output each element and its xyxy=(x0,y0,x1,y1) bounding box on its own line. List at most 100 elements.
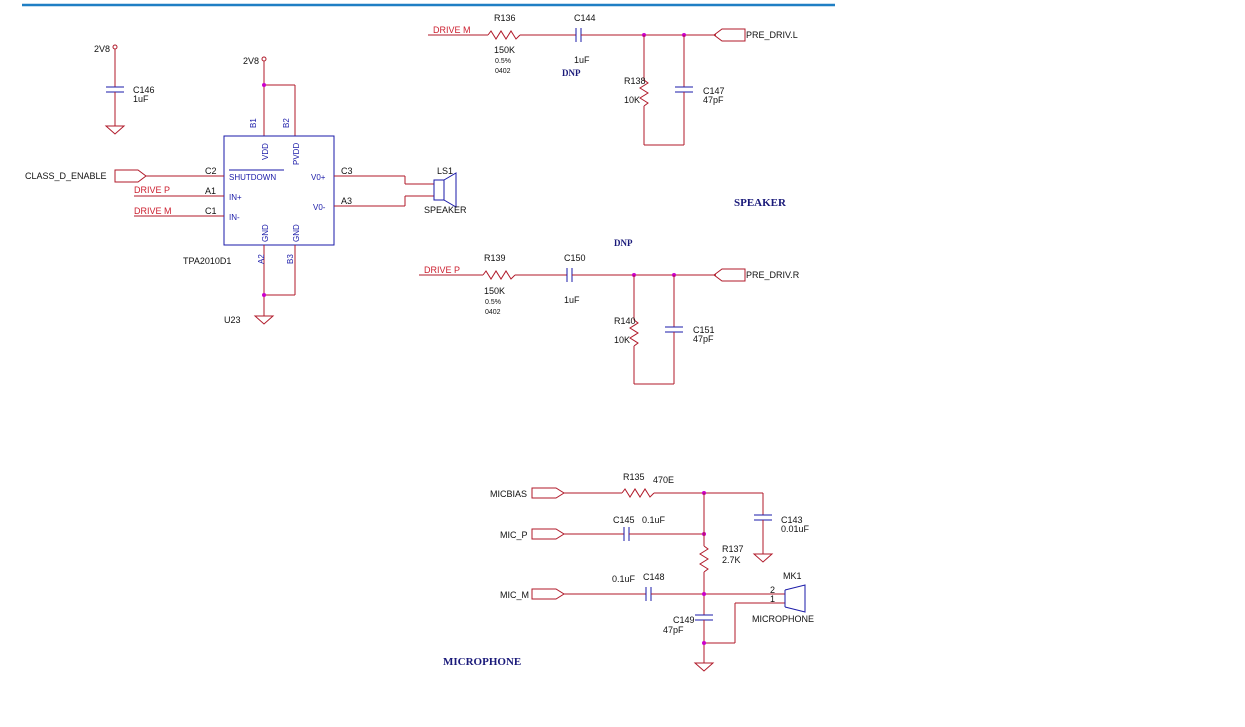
net-label: CLASS_D_ENABLE xyxy=(25,171,107,181)
net-label: MIC_P xyxy=(500,530,528,540)
r137-refdes: R137 xyxy=(722,544,744,554)
c146-value: 1uF xyxy=(133,94,149,104)
pin-name: PVDD xyxy=(292,143,301,165)
r137-value: 2.7K xyxy=(722,555,741,565)
resistor-r136 xyxy=(487,30,521,40)
port-pre-driv-r xyxy=(713,268,746,282)
c149-refdes: C149 xyxy=(673,615,695,625)
pin-name-shutdown: SHUTDOWN xyxy=(229,173,276,182)
pin-name: IN+ xyxy=(229,193,242,202)
ls1-value: SPEAKER xyxy=(424,205,467,215)
c144-refdes: C144 xyxy=(574,13,596,23)
port-mic-m xyxy=(531,588,565,600)
r138-value: 10K xyxy=(624,95,640,105)
power-port-2v8 xyxy=(261,56,267,62)
r139-value: 150K xyxy=(484,286,505,296)
speaker-cone xyxy=(443,172,457,208)
ground-symbol xyxy=(104,125,126,135)
c151-refdes: C151 xyxy=(693,325,715,335)
c148-value: 0.1uF xyxy=(612,574,636,584)
net-label: DRIVE M xyxy=(433,25,471,35)
c143-value: 0.01uF xyxy=(781,524,810,534)
resistor-r135 xyxy=(621,488,655,498)
c147-refdes: C147 xyxy=(703,86,725,96)
pin-number: B2 xyxy=(282,118,291,128)
net-label: DRIVE M xyxy=(134,206,172,216)
c145-refdes: C145 xyxy=(613,515,635,525)
r138-refdes: R138 xyxy=(624,76,646,86)
mk1-refdes: MK1 xyxy=(783,571,802,581)
r139-refdes: R139 xyxy=(484,253,506,263)
resistor-r139 xyxy=(482,270,516,280)
c150-value: 1uF xyxy=(564,295,580,305)
r136-refdes: R136 xyxy=(494,13,516,23)
r139-package: 0402 xyxy=(485,309,501,316)
power-label-2v8: 2V8 xyxy=(243,56,259,66)
net-label: MICBIAS xyxy=(490,489,527,499)
port-pre-driv-l xyxy=(713,28,746,42)
pin-number: B3 xyxy=(286,254,295,264)
c146-refdes: C146 xyxy=(133,85,155,95)
power-port-2v8 xyxy=(112,44,118,50)
dnp-label: DNP xyxy=(614,238,633,248)
filter-right: DRIVE P R139 150K 0.5% 0402 C150 1uF R14… xyxy=(419,253,800,385)
net-label: PRE_DRIV.L xyxy=(746,30,798,40)
c150-refdes: C150 xyxy=(564,253,586,263)
pin-name: GND xyxy=(261,224,270,242)
ground-symbol xyxy=(693,662,715,672)
pin-number: C1 xyxy=(205,206,217,216)
filter-left: DRIVE M R136 150K 0.5% 0402 C144 1uF DNP… xyxy=(428,13,798,146)
amplifier-body xyxy=(223,135,335,246)
c148-refdes: C148 xyxy=(643,572,665,582)
r139-tolerance: 0.5% xyxy=(485,299,501,306)
net-label: MIC_M xyxy=(500,590,529,600)
pin-number: 1 xyxy=(770,594,775,604)
c146-decoupling: 2V8 C146 1uF xyxy=(94,44,155,135)
pin-name: GND xyxy=(292,224,301,242)
pin-number: C3 xyxy=(341,166,353,176)
resistor-r140 xyxy=(629,319,639,347)
r135-refdes: R135 xyxy=(623,472,645,482)
port-mic-p xyxy=(531,528,565,540)
ground-symbol xyxy=(752,553,774,563)
speaker-icon xyxy=(433,179,445,201)
pin-number: B1 xyxy=(249,118,258,128)
section-title-speaker: SPEAKER xyxy=(734,197,787,209)
pin-name: IN- xyxy=(229,213,240,222)
pin-number: 2 xyxy=(770,585,775,595)
c143-refdes: C143 xyxy=(781,515,803,525)
section-title-microphone: MICROPHONE xyxy=(443,656,521,668)
port-class-d-enable xyxy=(114,169,147,183)
microphone-icon xyxy=(784,584,806,613)
pin-number: A2 xyxy=(257,254,266,264)
net-label: PRE_DRIV.R xyxy=(746,270,800,280)
ground-symbol xyxy=(253,315,275,325)
resistor-r138 xyxy=(639,79,649,107)
r136-value: 150K xyxy=(494,45,515,55)
pin-number: C2 xyxy=(205,166,217,176)
c145-value: 0.1uF xyxy=(642,515,666,525)
c149-value: 47pF xyxy=(663,625,684,635)
ls1-refdes: LS1 xyxy=(437,166,453,176)
pin-name: V0+ xyxy=(311,173,326,182)
pin-number: A1 xyxy=(205,186,216,196)
net-label: DRIVE P xyxy=(424,265,460,275)
r136-package: 0402 xyxy=(495,68,511,75)
pin-name: VDD xyxy=(261,143,270,160)
r136-tolerance: 0.5% xyxy=(495,58,511,65)
r135-value: 470E xyxy=(653,475,674,485)
amp-refdes: U23 xyxy=(224,315,241,325)
r140-refdes: R140 xyxy=(614,316,636,326)
power-label-2v8: 2V8 xyxy=(94,44,110,54)
net-label: DRIVE P xyxy=(134,185,170,195)
dnp-label: DNP xyxy=(562,68,581,78)
microphone-bias-network: MICBIAS R135 470E C143 0.01uF MIC_P C145… xyxy=(490,472,814,672)
speaker-ls1: LS1 SPEAKER xyxy=(405,166,467,215)
pin-name: V0- xyxy=(313,203,326,212)
amplifier-u23: 2V8 B1 B2 VDD PVDD SHUTDOWN IN+ IN- V0+ … xyxy=(25,56,406,325)
r140-value: 10K xyxy=(614,335,630,345)
port-micbias xyxy=(531,487,565,499)
c151-value: 47pF xyxy=(693,334,714,344)
c147-value: 47pF xyxy=(703,95,724,105)
